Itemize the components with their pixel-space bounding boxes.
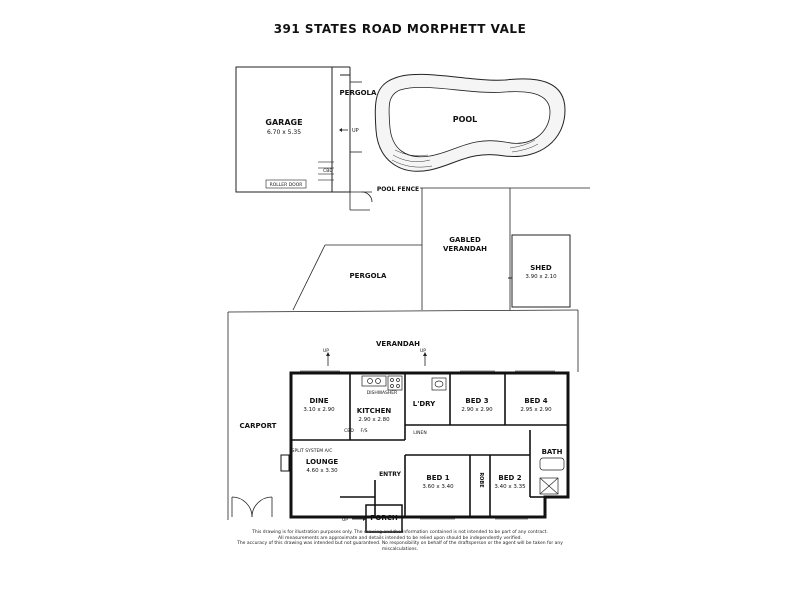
porch-outline [365,504,403,533]
svg-text:UP: UP [323,348,329,354]
kitchen-label: KITCHEN [357,407,392,415]
garage-cbd-label: CBD [323,168,333,174]
kitchen-fixtures [361,375,403,391]
lounge-dims: 4.60 x 3.30 [306,468,338,474]
svg-text:UP: UP [342,517,348,523]
kitchen-dims: 2.90 x 2.80 [358,417,390,423]
gabled-label-1: GABLED [449,236,481,244]
entry-label: ENTRY [379,471,402,478]
pool-fence-label: POOL FENCE [377,186,419,193]
split-system-label: SPLIT SYSTEM A/C [292,448,333,454]
verandah-label: VERANDAH [376,340,420,348]
outdoor-structures [292,188,511,311]
house-walls [289,371,570,519]
disclaimer-line: All measurements are approximate and det… [278,535,522,541]
kitchen-cbd-label: CBD [344,428,354,434]
bed1-label: BED 1 [426,474,449,482]
carport-label: CARPORT [240,422,277,430]
dine-dims: 3.10 x 2.90 [303,407,335,413]
bed4-label: BED 4 [524,397,547,405]
pergola-top-label: PERGOLA [340,89,377,97]
pool-shape [374,73,566,172]
svg-text:UP: UP [420,348,426,354]
pool-label: POOL [453,115,478,124]
fireplace-icon [280,454,290,472]
shed-label: SHED [530,264,552,272]
verandah-outline [227,309,579,520]
bath-label: BATH [542,448,563,456]
up-arrow-icon: UP [342,517,366,523]
roller-door-label: ROLLER DOOR [270,182,303,188]
disclaimer: This drawing is for illustration purpose… [230,530,570,552]
carport-doors [231,496,273,518]
garage-label: GARAGE [265,118,302,127]
bed2-dims: 3.40 x 3.35 [494,484,526,490]
up-arrow-icon: UP [323,348,330,366]
bed4-dims: 2.95 x 2.90 [520,407,552,413]
svg-text:UP: UP [352,128,359,134]
robe-label: ROBE [478,472,484,488]
up-arrow-icon: UP [420,348,427,366]
bed3-dims: 2.90 x 2.90 [461,407,493,413]
shed-dims: 3.90 x 2.10 [525,274,557,280]
up-arrow-icon: UP [339,128,359,134]
garage-dims: 6.70 x 5.35 [267,129,301,136]
windows [300,370,555,520]
lounge-label: LOUNGE [306,458,338,466]
plan-title: 391 STATES ROAD MORPHETT VALE [273,22,527,36]
house-internal-walls [291,373,568,517]
porch-label: PORCH [370,514,398,522]
linen-label: LINEN [413,430,426,436]
pergola-mid-label: PERGOLA [350,272,387,280]
pool-fence-line [349,187,590,211]
dine-label: DINE [309,397,328,405]
bed3-label: BED 3 [465,397,488,405]
garage-block [235,66,351,193]
bath-fixtures [539,457,565,495]
laundry-fixtures [431,377,447,391]
bed2-label: BED 2 [498,474,521,482]
bed1-dims: 3.60 x 3.40 [422,484,454,490]
disclaimer-line: The accuracy of this drawing was intende… [237,541,563,552]
pergola-top-outline [350,81,362,153]
disclaimer-line: This drawing is for illustration purpose… [252,530,548,535]
dishwasher-label: DISHWASHER [367,390,398,396]
shed-outline [508,234,571,308]
gabled-label-2: VERANDAH [443,245,487,253]
fs-label: F/S [361,428,368,434]
laundry-label: L'DRY [413,400,436,408]
